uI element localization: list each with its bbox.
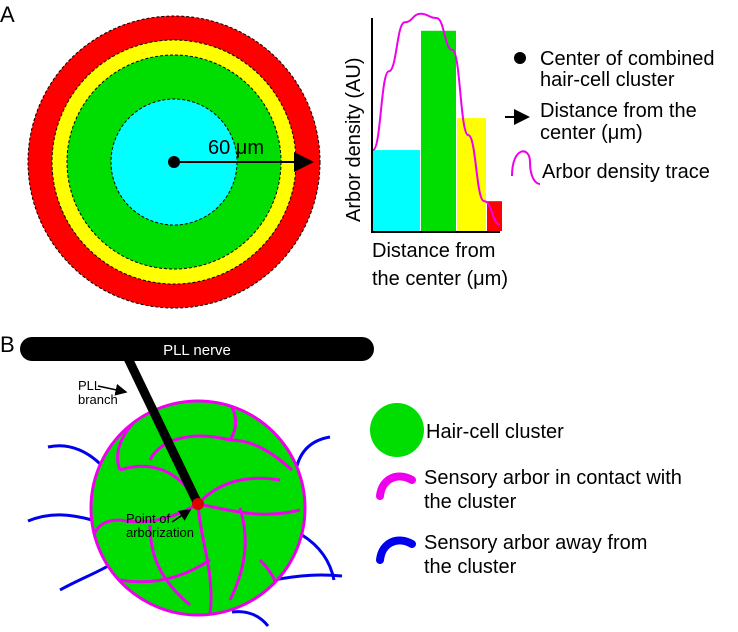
contact-arbor	[148, 434, 231, 461]
legend-cluster-swatch	[370, 403, 424, 457]
legend-contact-line2: the cluster	[424, 491, 517, 513]
legend-cluster-label: Hair-cell cluster	[426, 421, 564, 443]
contact-arbor	[228, 507, 247, 601]
contact-arbor	[197, 502, 301, 516]
arbor-density-trace	[372, 12, 501, 226]
away-arbor	[301, 533, 336, 581]
bar-3	[457, 118, 486, 231]
away-arbor	[47, 444, 108, 471]
legend-center-dot	[514, 52, 526, 64]
legend-distance-line1: Distance from the	[540, 100, 697, 122]
legend-center-line1: Center of combined	[540, 48, 715, 70]
pll-branch	[119, 348, 203, 506]
x-axis-label-line1: Distance from	[372, 240, 495, 262]
away-arbor	[27, 513, 93, 523]
contact-arbor	[148, 524, 191, 607]
pll-nerve	[20, 337, 374, 361]
pll-branch-label-line2: branch	[78, 392, 118, 407]
legend-trace-swatch	[511, 150, 541, 185]
contact-arbor	[229, 438, 293, 472]
legend-away-line1: Sensory arbor away from	[424, 532, 647, 554]
x-axis-label-line2: the center (μm)	[372, 268, 508, 290]
legend-center-line2: hair-cell cluster	[540, 69, 675, 91]
away-arbor	[294, 435, 331, 471]
point-pointer	[171, 509, 192, 523]
contact-arbor	[196, 503, 213, 615]
y-axis-label: Arbor density (AU)	[343, 58, 365, 223]
away-arbor	[231, 610, 270, 627]
legend-b: Hair-cell cluster Sensory arbor in conta…	[370, 403, 682, 578]
contact-arbor	[196, 476, 281, 506]
legend-contact-line1: Sensory arbor in contact with	[424, 467, 682, 489]
panel-b-letter: B	[0, 332, 15, 357]
away-arbor	[59, 564, 109, 592]
radius-label: 60 μm	[208, 137, 264, 159]
pll-branch-label-line1: PLL	[78, 378, 101, 393]
bar-1	[373, 150, 420, 231]
legend-away-line2: the cluster	[424, 556, 517, 578]
arborization-point	[192, 498, 204, 510]
legend-trace-label: Arbor density trace	[542, 161, 710, 183]
bar-group	[373, 30, 502, 232]
away-arbor	[273, 573, 343, 582]
arbor-density-chart: Arbor density (AU) Distance from the cen…	[343, 12, 508, 290]
contact-arbor	[119, 558, 211, 584]
pll-branch-pointer	[97, 383, 128, 396]
contact-arbor	[119, 502, 199, 524]
legend-distance-line2: center (μm)	[540, 122, 643, 144]
away-arbors	[27, 435, 343, 627]
legend-away-swatch	[376, 536, 416, 564]
legend-contact-swatch	[376, 472, 416, 500]
contact-arbors	[91, 401, 301, 615]
pll-nerve-label: PLL nerve	[163, 342, 231, 359]
legend-a: Center of combined hair-cell cluster Dis…	[505, 48, 715, 185]
point-label-line1: Point of	[126, 511, 170, 526]
point-label-line2: arborization	[126, 525, 194, 540]
bar-2	[421, 30, 456, 232]
panel-a-letter: A	[0, 2, 15, 27]
